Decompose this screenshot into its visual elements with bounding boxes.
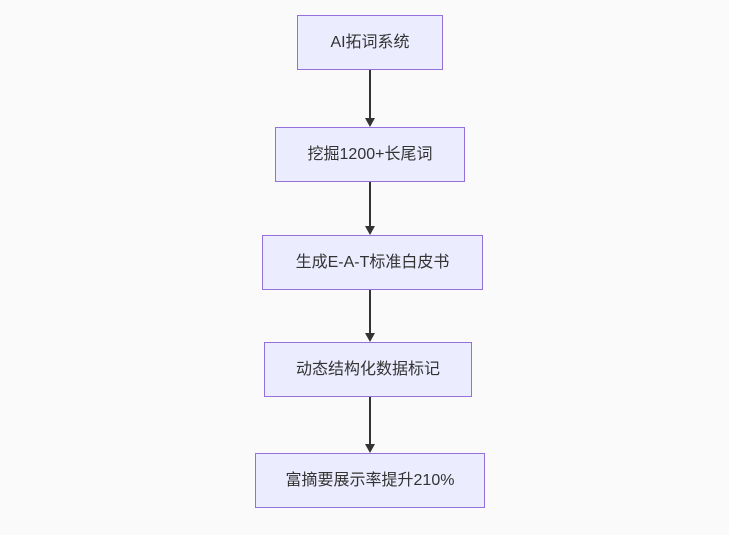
arrowhead-down-icon: [365, 118, 375, 127]
flowchart-node-step-5: 富摘要展示率提升210%: [255, 453, 485, 508]
node-label-step-2: 挖掘1200+长尾词: [307, 145, 433, 163]
edge-line: [369, 290, 371, 333]
flowchart-node-step-4: 动态结构化数据标记: [264, 342, 472, 397]
node-label-step-3: 生成E-A-T标准白皮书: [295, 253, 450, 271]
flowchart-node-step-3: 生成E-A-T标准白皮书: [262, 235, 483, 290]
flowchart-node-step-2: 挖掘1200+长尾词: [275, 127, 465, 182]
edge-line: [369, 397, 371, 444]
node-label-step-1: AI拓词系统: [330, 33, 410, 51]
node-label-step-5: 富摘要展示率提升210%: [285, 471, 455, 489]
edge-line: [369, 182, 371, 226]
edge-step-3-to-step-4: [365, 290, 375, 342]
flowchart-node-step-1: AI拓词系统: [297, 15, 443, 70]
arrowhead-down-icon: [365, 333, 375, 342]
edge-step-4-to-step-5: [365, 397, 375, 453]
edge-step-1-to-step-2: [365, 70, 375, 127]
node-label-step-4: 动态结构化数据标记: [295, 360, 440, 378]
edge-step-2-to-step-3: [365, 182, 375, 235]
arrowhead-down-icon: [365, 444, 375, 453]
arrowhead-down-icon: [365, 226, 375, 235]
edge-line: [369, 70, 371, 118]
